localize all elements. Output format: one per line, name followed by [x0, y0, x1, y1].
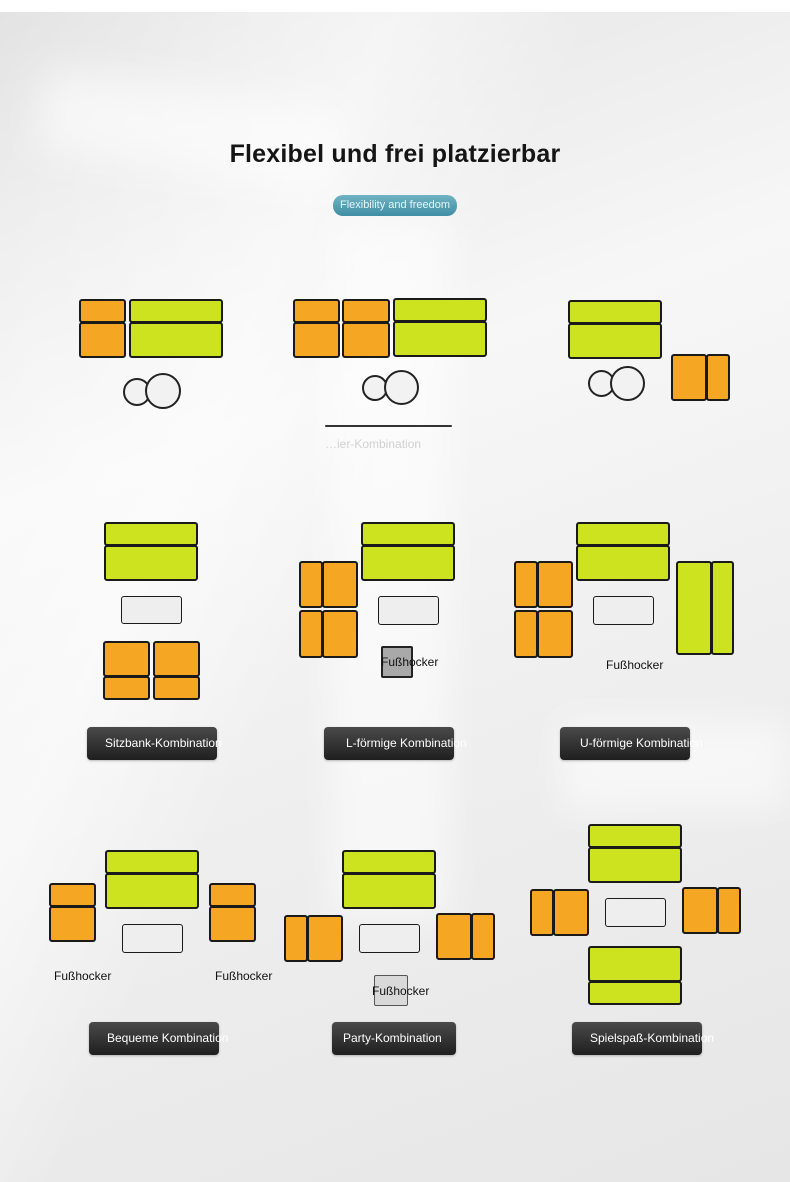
faint-caption: …ier-Kombination: [325, 437, 422, 451]
orange-backrest: [103, 676, 150, 700]
lime-seat: [361, 545, 455, 581]
page-title: Flexibel und frei platzierbar: [229, 140, 561, 168]
combination-label-text: U-förmige Kombination: [580, 736, 703, 750]
white-ottoman: [122, 924, 183, 953]
combination-label-fun: Spielspaß-Kombination: [572, 1022, 714, 1055]
lime-seat: [342, 873, 436, 909]
lime-backrest: [361, 522, 455, 546]
orange-backrest: [514, 561, 538, 608]
divider-line: [325, 425, 452, 427]
lime-backrest: [588, 824, 682, 848]
orange-seat: [307, 915, 343, 962]
combination-label-u-shape: U-förmige Kombination: [560, 727, 703, 760]
orange-seat: [293, 322, 340, 358]
orange-seat: [153, 641, 200, 677]
subtitle-badge: Flexibility and freedom: [333, 195, 457, 216]
orange-seat: [671, 354, 707, 401]
combination-label-text: Spielspaß-Kombination: [590, 1031, 715, 1045]
gray-footstool: [374, 975, 408, 1006]
gray-footstool: [381, 646, 413, 678]
combination-label-text: Bequeme Kombination: [107, 1031, 229, 1045]
white-ottoman: [378, 596, 439, 625]
orange-seat: [209, 906, 256, 942]
lime-backrest: [393, 298, 487, 322]
footstool-label: Fußhocker: [381, 655, 439, 669]
orange-seat: [103, 641, 150, 677]
combination-label-text: Sitzbank-Kombination: [105, 736, 222, 750]
orange-seat: [553, 889, 589, 936]
footstool-label: Fußhocker: [54, 969, 112, 983]
lime-seat: [104, 545, 198, 581]
orange-backrest: [717, 887, 741, 934]
white-ottoman: [121, 596, 182, 624]
orange-seat: [682, 887, 718, 934]
round-ottoman: [145, 373, 181, 409]
lime-backrest: [129, 299, 223, 323]
orange-backrest: [530, 889, 554, 936]
orange-backrest: [706, 354, 730, 401]
footstool-label: Fußhocker: [372, 984, 430, 998]
top-band: [0, 0, 790, 12]
orange-backrest: [79, 299, 126, 323]
orange-backrest: [209, 883, 256, 907]
lime-backrest: [588, 981, 682, 1005]
white-ottoman: [605, 898, 666, 927]
orange-backrest: [49, 883, 96, 907]
light-glow: [35, 69, 345, 191]
combination-label-l-shape: L-förmige Kombination: [324, 727, 467, 760]
orange-backrest: [471, 913, 495, 960]
orange-backrest: [299, 561, 323, 608]
lime-backrest: [342, 850, 436, 874]
orange-seat: [49, 906, 96, 942]
combination-label-text: L-förmige Kombination: [346, 736, 467, 750]
lime-backrest: [105, 850, 199, 874]
orange-seat: [436, 913, 472, 960]
orange-seat: [322, 610, 358, 658]
round-ottoman: [610, 366, 645, 401]
orange-backrest: [514, 610, 538, 658]
combination-label-comfort: Bequeme Kombination: [89, 1022, 228, 1055]
lime-seat: [588, 946, 682, 982]
combination-label-party: Party-Kombination: [332, 1022, 456, 1055]
white-ottoman: [593, 596, 654, 625]
lime-backrest: [576, 522, 670, 546]
lime-backrest: [711, 561, 734, 655]
combination-label-text: Party-Kombination: [343, 1031, 442, 1045]
orange-seat: [537, 610, 573, 658]
lime-backrest: [568, 300, 662, 324]
footstool-label: Fußhocker: [215, 969, 273, 983]
lime-seat: [676, 561, 712, 655]
lime-seat: [568, 323, 662, 359]
orange-seat: [79, 322, 126, 358]
round-ottoman: [384, 370, 419, 405]
lime-backrest: [104, 522, 198, 546]
orange-backrest: [293, 299, 340, 323]
orange-backrest: [284, 915, 308, 962]
lime-seat: [129, 322, 223, 358]
orange-backrest: [299, 610, 323, 658]
orange-seat: [537, 561, 573, 608]
lime-seat: [588, 847, 682, 883]
lime-seat: [393, 321, 487, 357]
white-ottoman: [359, 924, 420, 953]
footstool-label: Fußhocker: [606, 658, 664, 672]
combination-label-bench: Sitzbank-Kombination: [87, 727, 222, 760]
orange-backrest: [342, 299, 390, 323]
lime-seat: [105, 873, 199, 909]
orange-seat: [342, 322, 390, 358]
orange-seat: [322, 561, 358, 608]
lime-seat: [576, 545, 670, 581]
orange-backrest: [153, 676, 200, 700]
